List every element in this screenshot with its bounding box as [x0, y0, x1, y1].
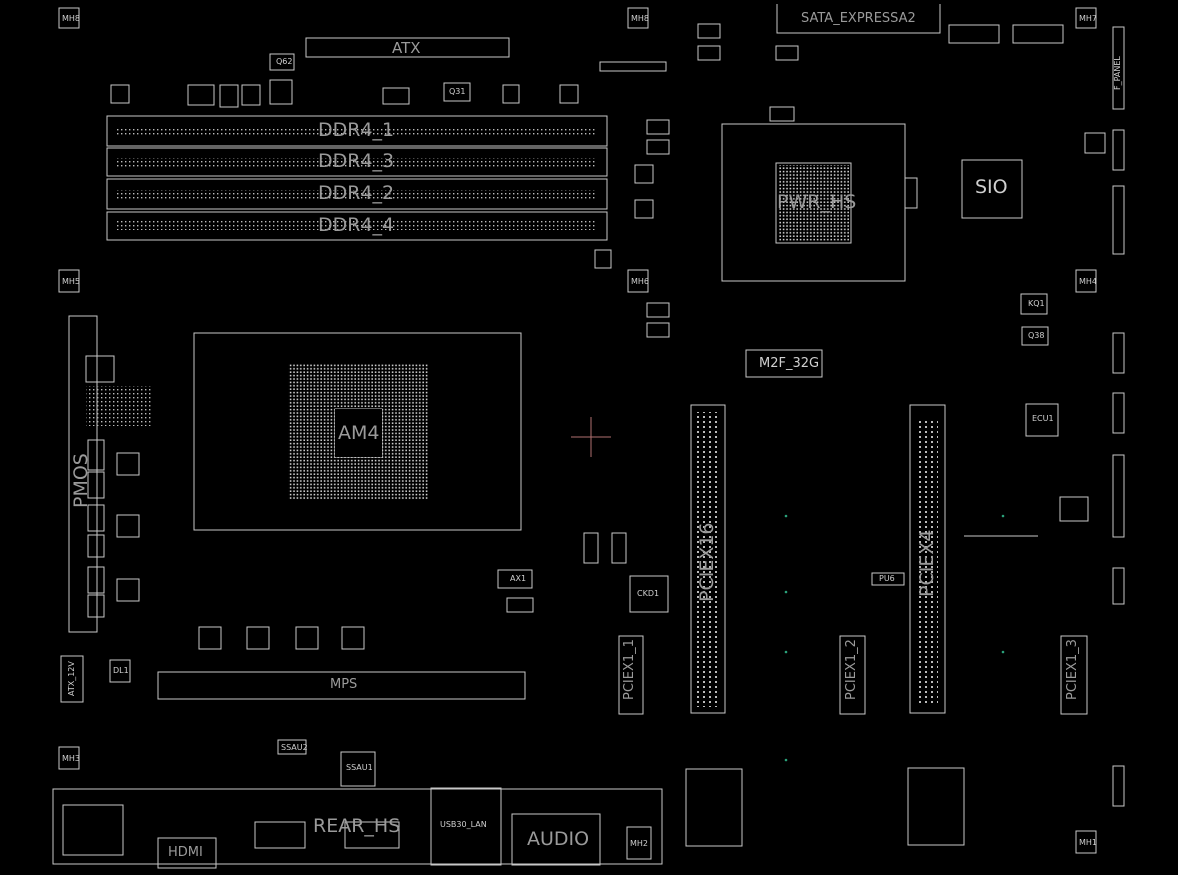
mh-label: MH6 — [631, 277, 650, 286]
audio-jack — [511, 813, 601, 866]
label-f-panel: F_PANEL — [1113, 56, 1122, 90]
mh-label: MH1 — [1079, 838, 1098, 847]
label-dl1: DL1 — [113, 666, 129, 675]
pciex4-slot — [909, 404, 946, 714]
label-usb30-lan: USB30_LAN — [440, 820, 487, 829]
label-pu6: PU6 — [879, 574, 895, 583]
ddr4-4-slot — [106, 211, 608, 241]
mh-label: MH5 — [62, 277, 81, 286]
label-sata-expressa2: SATA_EXPRESSA2 — [801, 11, 916, 26]
ssau1-chip — [340, 751, 376, 787]
mh-label: MH3 — [62, 754, 81, 763]
label-ddr4-3: DDR4_3 — [318, 150, 395, 172]
label-q38: Q38 — [1028, 331, 1045, 340]
ddr4-3-slot — [106, 147, 608, 177]
label-ssau1: SSAU1 — [346, 763, 373, 772]
pmos-region — [68, 315, 98, 633]
label-m2f-32g: M2F_32G — [759, 356, 820, 371]
label-pciex1-3: PCIEX1_3 — [1065, 639, 1080, 700]
label-ecu1: ECU1 — [1032, 414, 1054, 423]
f-panel-connector — [1112, 26, 1125, 110]
label-audio: AUDIO — [527, 828, 590, 850]
mh-label: MH8 — [62, 14, 81, 23]
label-q62: Q62 — [276, 57, 293, 66]
label-atx-12v: ATX_12V — [67, 661, 76, 696]
label-ssau2: SSAU2 — [281, 743, 308, 752]
pciex1-3-slot — [1060, 635, 1088, 715]
label-pciex16: PCIEX16 — [696, 522, 718, 602]
mh-label: MH2 — [630, 839, 649, 848]
label-ddr4-2: DDR4_2 — [318, 182, 395, 204]
pciex1-2-slot — [839, 635, 866, 715]
label-pciex1-1: PCIEX1_1 — [622, 639, 637, 700]
label-ddr4-4: DDR4_4 — [318, 214, 395, 236]
label-pciex1-2: PCIEX1_2 — [844, 639, 859, 700]
hdmi-port — [157, 837, 217, 869]
label-q31: Q31 — [449, 87, 466, 96]
cpu-socket — [193, 332, 522, 531]
rear-io-outline — [52, 788, 663, 865]
label-ax1: AX1 — [510, 574, 527, 583]
mps-outline — [157, 671, 526, 700]
pciex1-1-slot — [618, 635, 644, 715]
usb30-lan-port — [430, 787, 502, 866]
mh-label: MH7 — [1079, 14, 1098, 23]
label-ckd1: CKD1 — [637, 589, 660, 598]
m2-connector — [745, 349, 823, 378]
label-pciex4: PCIEX4 — [916, 529, 938, 597]
label-hdmi: HDMI — [168, 845, 203, 860]
sata-expressa2-outline — [776, 4, 941, 34]
atx-12v-connector — [60, 655, 84, 703]
mh-label: MH8 — [631, 14, 650, 23]
label-atx: ATX — [392, 39, 421, 57]
label-sio: SIO — [975, 176, 1008, 198]
label-pwr-hs: PWR_HS — [777, 191, 857, 213]
label-rear-hs: REAR_HS — [313, 815, 401, 837]
pciex16-slot — [690, 404, 726, 714]
mh-label: MH4 — [1079, 277, 1098, 286]
label-pmos: PMOS — [70, 453, 92, 508]
label-cpu: AM4 — [338, 422, 380, 444]
ddr4-1-slot — [106, 115, 608, 147]
label-mps: MPS — [330, 677, 358, 692]
cursor-crosshair — [571, 417, 611, 457]
ddr4-2-slot — [106, 178, 608, 210]
atx-connector — [305, 37, 510, 58]
label-kq1: KQ1 — [1028, 299, 1045, 308]
ckd-chip — [629, 575, 669, 613]
label-ddr4-1: DDR4_1 — [318, 119, 395, 141]
sio-chip — [961, 159, 1023, 219]
